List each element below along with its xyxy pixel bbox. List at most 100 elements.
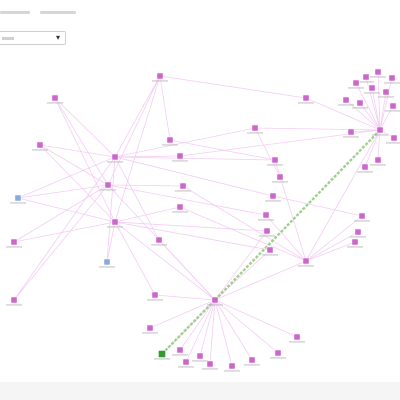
- graph-node[interactable]: [271, 156, 279, 164]
- graph-node[interactable]: [176, 152, 184, 160]
- graph-node[interactable]: [248, 356, 256, 364]
- node-label-placeholder: [354, 220, 370, 222]
- graph-edge: [214, 299, 253, 361]
- graph-edge: [254, 127, 381, 131]
- graph-edge: [214, 230, 268, 301]
- graph-edge: [199, 299, 216, 357]
- toolbar-tab[interactable]: [0, 8, 30, 18]
- graph-node[interactable]: [155, 236, 163, 244]
- node-label-placeholder: [385, 110, 400, 112]
- node-label-placeholder: [262, 254, 278, 256]
- graph-node[interactable]: [182, 358, 190, 366]
- graph-node[interactable]: [362, 73, 370, 81]
- graph-edge: [214, 299, 298, 338]
- graph-node[interactable]: [263, 227, 271, 235]
- graph-node[interactable]: [351, 238, 359, 246]
- graph-node[interactable]: [36, 141, 44, 149]
- graph-node[interactable]: [156, 72, 164, 80]
- graph-node[interactable]: [269, 192, 277, 200]
- graph-node[interactable]: [342, 96, 350, 104]
- graph-node[interactable]: [293, 333, 301, 341]
- graph-node[interactable]: [206, 360, 214, 368]
- graph-node[interactable]: [251, 124, 259, 132]
- graph-edge: [13, 156, 116, 301]
- graph-node[interactable]: [358, 212, 366, 220]
- graph-edge: [54, 97, 109, 186]
- graph-node[interactable]: [228, 362, 236, 370]
- graph-node[interactable]: [111, 218, 119, 226]
- node-label-placeholder: [224, 370, 240, 372]
- graph-node[interactable]: [302, 257, 310, 265]
- graph-node[interactable]: [146, 324, 154, 332]
- graph-node[interactable]: [104, 181, 112, 189]
- node-label-placeholder: [172, 354, 188, 356]
- graph-edge: [185, 299, 216, 363]
- node-label-placeholder: [338, 104, 354, 106]
- graph-node[interactable]: [196, 352, 204, 360]
- node-label-placeholder: [6, 304, 22, 306]
- graph-node[interactable]: [276, 173, 284, 181]
- node-label-placeholder: [370, 164, 386, 166]
- graph-edge: [371, 87, 381, 131]
- node-label-placeholder: [298, 265, 314, 267]
- graph-root-node[interactable]: [158, 350, 166, 358]
- graph-edge: [179, 129, 381, 157]
- graph-node[interactable]: [176, 346, 184, 354]
- status-bar: [0, 382, 400, 400]
- graph-edge: [169, 139, 276, 161]
- node-label-placeholder: [47, 102, 63, 104]
- node-label-placeholder: [152, 80, 168, 82]
- graph-node[interactable]: [347, 128, 355, 136]
- graph-node[interactable]: [51, 94, 59, 102]
- graph-node[interactable]: [388, 74, 396, 82]
- graph-node[interactable]: [354, 228, 362, 236]
- graph-node[interactable]: [376, 126, 384, 134]
- node-label-placeholder: [364, 92, 380, 94]
- node-label-placeholder: [298, 102, 314, 104]
- graph-edge: [214, 260, 307, 301]
- graph-node[interactable]: [374, 156, 382, 164]
- graph-edge: [214, 299, 233, 367]
- node-label-placeholder: [350, 236, 366, 238]
- graph-node[interactable]: [10, 296, 18, 304]
- graph-node[interactable]: [352, 79, 360, 87]
- node-label-placeholder: [259, 235, 275, 237]
- layout-select[interactable]: ▾: [0, 31, 66, 45]
- graph-node[interactable]: [356, 99, 364, 107]
- graph-node[interactable]: [368, 84, 376, 92]
- graph-edge: [39, 144, 109, 186]
- graph-node[interactable]: [211, 296, 219, 304]
- graph-edge: [17, 156, 116, 199]
- graph-node[interactable]: [166, 136, 174, 144]
- graph-edge: [106, 156, 116, 263]
- node-label-placeholder: [178, 366, 194, 368]
- node-label-placeholder: [343, 136, 359, 138]
- graph-node[interactable]: [14, 194, 22, 202]
- graph-node[interactable]: [266, 246, 274, 254]
- graph-node[interactable]: [374, 68, 382, 76]
- graph-node[interactable]: [389, 102, 397, 110]
- graph-node[interactable]: [361, 163, 369, 171]
- graph-node[interactable]: [176, 203, 184, 211]
- graph-node[interactable]: [390, 134, 398, 142]
- graph-node[interactable]: [10, 238, 18, 246]
- node-label-placeholder: [172, 211, 188, 213]
- graph-node[interactable]: [274, 349, 282, 357]
- graph-edge: [39, 144, 116, 223]
- graph-node[interactable]: [302, 94, 310, 102]
- node-label-placeholder: [384, 82, 400, 84]
- graph-edge: [13, 184, 109, 243]
- graph-node[interactable]: [382, 88, 390, 96]
- graph-node[interactable]: [179, 182, 187, 190]
- graph-edge: [305, 129, 381, 262]
- graph-edge: [114, 221, 271, 251]
- toolbar-tab[interactable]: [40, 8, 76, 18]
- graph-node[interactable]: [103, 258, 111, 266]
- graph-node[interactable]: [151, 291, 159, 299]
- node-label-placeholder: [147, 299, 163, 301]
- node-label-placeholder: [347, 246, 363, 248]
- node-label-placeholder: [378, 96, 394, 98]
- graph-node[interactable]: [111, 153, 119, 161]
- graph-node[interactable]: [262, 211, 270, 219]
